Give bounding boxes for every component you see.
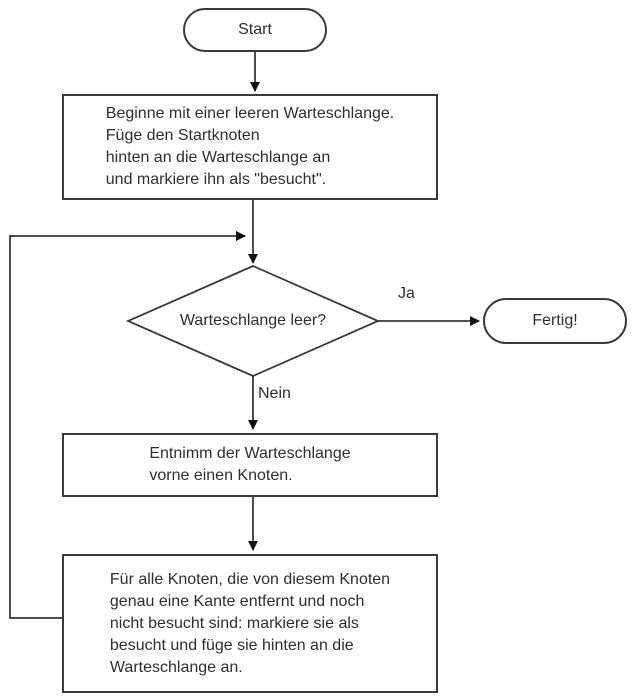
expand-neighbors-node: Für alle Knoten, die von diesem Knoten g…: [62, 554, 438, 693]
edge-label-ja: Ja: [396, 284, 417, 304]
edge-loopback: [9, 231, 246, 619]
text-line: Füge den Startknoten: [105, 127, 260, 144]
text-line: besucht und füge sie hinten an die: [109, 636, 354, 654]
text-line: Entnimm der Warteschlange: [149, 445, 351, 462]
done-node: Fertig!: [483, 298, 627, 344]
text-line: vorne einen Knoten.: [149, 467, 293, 484]
text-line: und markiere ihn als "besucht".: [105, 171, 327, 188]
text-line: genau eine Kante entfernt und noch: [109, 592, 365, 610]
decision-label: Warteschlange leer?: [179, 312, 327, 329]
edge-label-nein: Nein: [256, 384, 293, 404]
done-label: Fertig!: [532, 312, 578, 329]
decision-diamond-shape: [125, 265, 381, 377]
text-line: Beginne mit einer leeren Warteschlange.: [105, 105, 395, 122]
dequeue-text: Entnimm der Warteschlange vorne einen Kn…: [149, 443, 350, 487]
text-line: hinten an die Warteschlange an: [105, 149, 331, 166]
text-line: Für alle Knoten, die von diesem Knoten: [109, 570, 391, 588]
dequeue-node: Entnimm der Warteschlange vorne einen Kn…: [62, 433, 438, 497]
queue-init-node: Beginne mit einer leeren Warteschlange. …: [62, 94, 438, 200]
start-node: Start: [183, 8, 327, 52]
text-line: nicht besucht sind: markiere sie als: [109, 614, 359, 632]
start-label: Start: [238, 21, 272, 38]
expand-neighbors-text: Für alle Knoten, die von diesem Knoten g…: [110, 569, 390, 679]
text-line: Warteschlange an.: [109, 658, 243, 676]
queue-init-text: Beginne mit einer leeren Warteschlange. …: [106, 103, 394, 191]
